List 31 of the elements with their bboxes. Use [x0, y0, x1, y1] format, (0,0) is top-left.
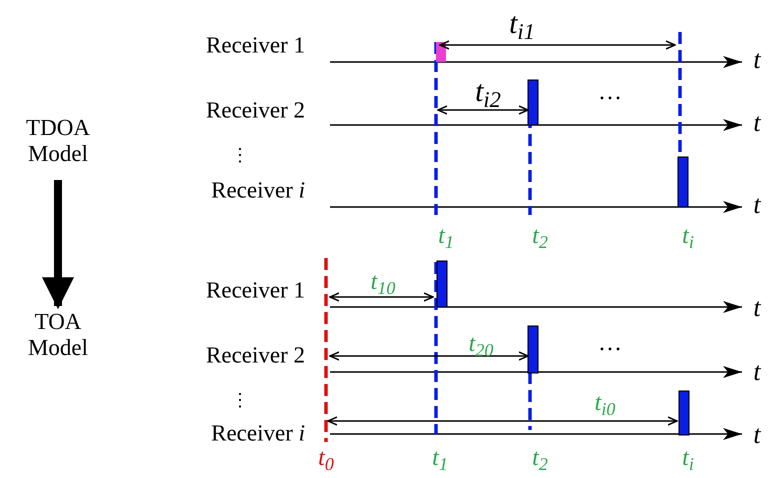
model-label: TOA Model: [26, 309, 90, 361]
axis-label: t: [753, 295, 761, 321]
time-label: t$_{1}$: [438, 224, 454, 248]
arrow: [42, 180, 74, 310]
receiver-label: Receiver i: [211, 422, 305, 444]
vertical-ellipsis: ⋮: [231, 146, 249, 164]
ellipsis: …: [598, 331, 622, 355]
time-difference-label: t$_{i2}$: [475, 77, 501, 107]
receiver-label: Receiver 1: [206, 34, 305, 56]
axis-label: t: [753, 47, 761, 73]
receiver-label: Receiver 2: [206, 344, 305, 366]
axis-label: t: [753, 422, 761, 448]
axis-label: t: [753, 110, 761, 136]
model-label: TDOA Model: [25, 115, 91, 167]
time-label: t$_{0}$: [318, 446, 334, 470]
time-label: t$_{2}$: [532, 224, 548, 248]
time-label: t$_{i}$: [682, 224, 694, 248]
vertical-ellipsis: ⋮: [231, 391, 249, 409]
time-label: t$_{2}$: [532, 446, 548, 470]
receiver-label: Receiver i: [211, 178, 305, 202]
axis-label: t: [753, 192, 761, 218]
receiver-label: Receiver 1: [206, 278, 305, 302]
time-label: t$_{10}$: [370, 270, 396, 294]
ellipsis: …: [598, 80, 622, 104]
time-label: t$_{20}$: [468, 332, 494, 356]
receiver-label: Receiver 2: [206, 98, 305, 122]
axis-label: t: [753, 359, 761, 385]
time-difference-label: t$_{i1}$: [509, 9, 535, 39]
time-label: t$_{1}$: [432, 446, 448, 470]
time-label: t$_{i0}$: [594, 391, 616, 415]
time-label: t$_{i}$: [682, 446, 694, 470]
